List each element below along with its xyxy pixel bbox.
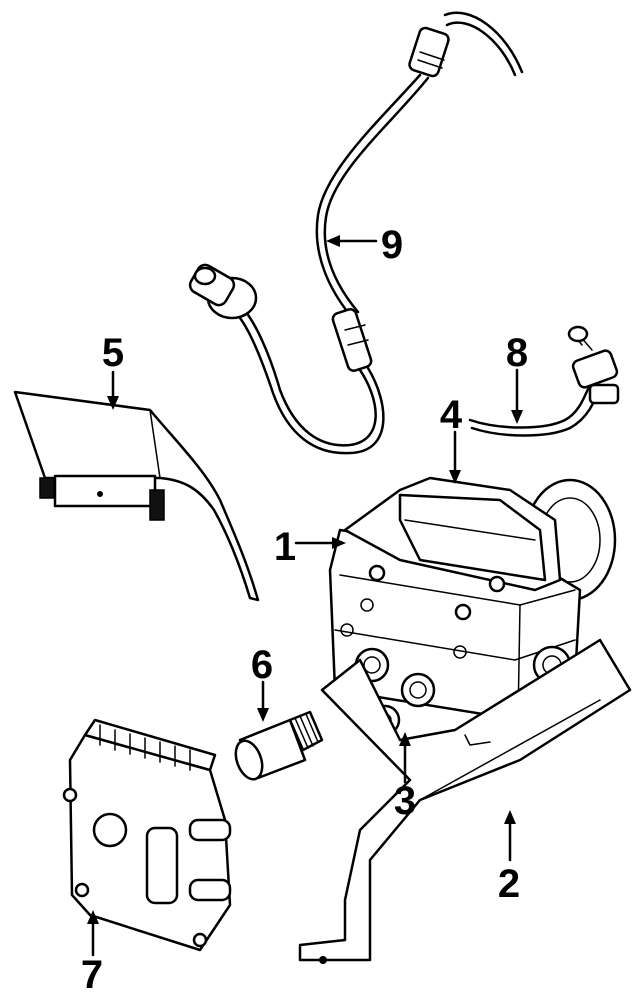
part-7-control-module: [62, 718, 232, 952]
part-5-bracket: [13, 390, 260, 602]
callout-5: 5: [102, 331, 124, 375]
callout-2: 2: [498, 862, 520, 906]
part-6-fitting: [234, 710, 324, 781]
part-2-mounting-bracket: [298, 638, 632, 964]
leader-lines: [87, 235, 523, 957]
callout-labels: 9 5 8 4 1 6 3 2 7: [81, 223, 528, 997]
callout-3: 3: [394, 779, 416, 823]
callout-9: 9: [381, 223, 403, 267]
part-9-speed-sensor-cable: [188, 11, 524, 455]
callout-6: 6: [251, 643, 273, 687]
callout-4: 4: [440, 393, 463, 437]
callout-1: 1: [274, 525, 296, 569]
part-8-harness: [468, 325, 620, 437]
callout-7: 7: [81, 953, 103, 997]
callout-8: 8: [506, 331, 528, 375]
